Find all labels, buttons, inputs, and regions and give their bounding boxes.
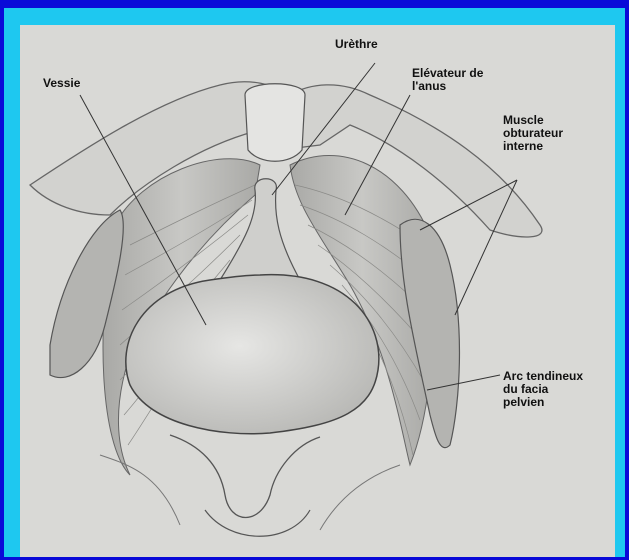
left-lower-muscle (100, 455, 180, 525)
label-obturateur: Muscle obturateur interne (503, 114, 563, 153)
pelvic-floor-illustration (20, 25, 615, 557)
pubic-symphysis (245, 84, 305, 162)
right-lower-muscle (320, 465, 400, 530)
label-urethre: Urèthre (335, 38, 378, 51)
label-vessie: Vessie (43, 77, 80, 90)
illustration-frame: Urèthre Vessie Elévateur de l'anus Muscl… (4, 8, 625, 557)
anatomy-plate: Urèthre Vessie Elévateur de l'anus Muscl… (20, 25, 615, 557)
label-elevateur: Elévateur de l'anus (412, 67, 483, 93)
bladder (126, 275, 379, 434)
lower-pelvic-outline (170, 435, 320, 518)
label-arc-tendineux: Arc tendineux du facia pelvien (503, 370, 583, 409)
